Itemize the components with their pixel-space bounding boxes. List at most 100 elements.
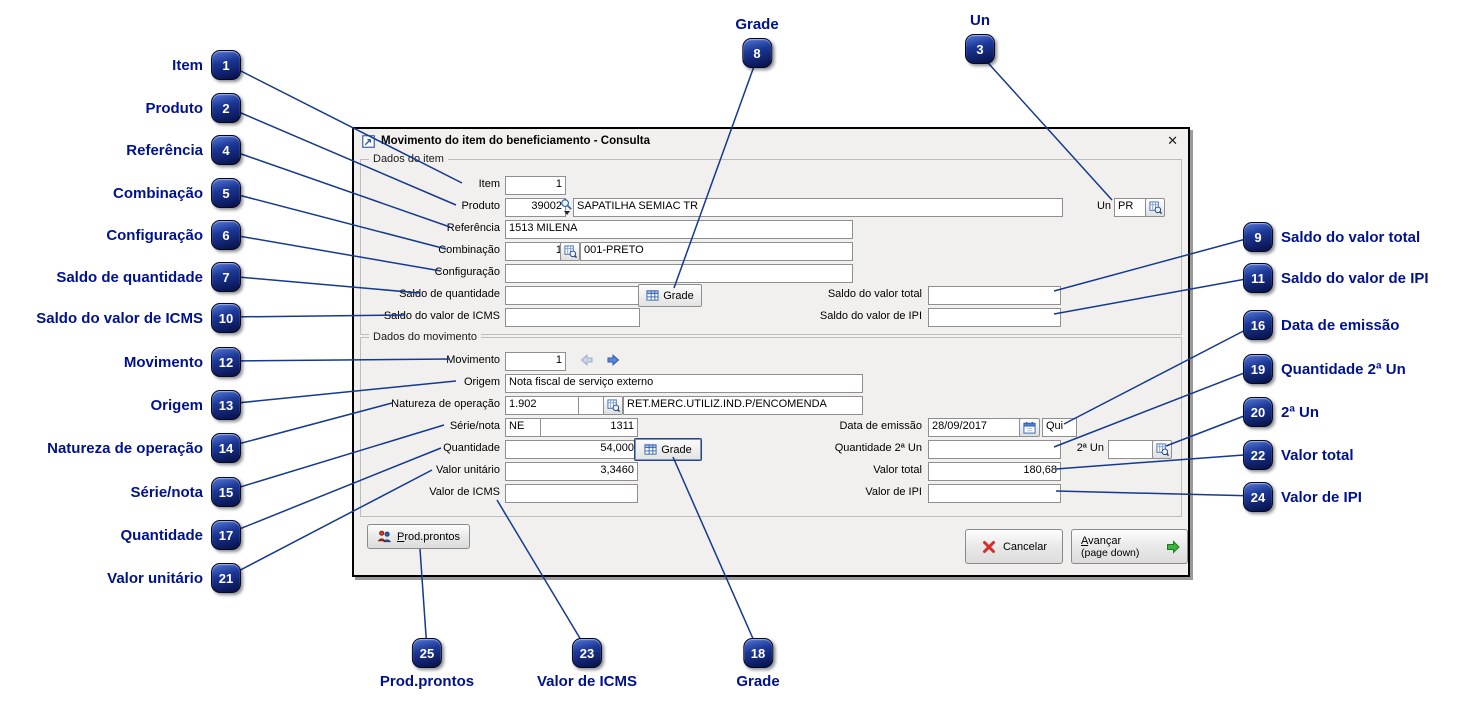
natureza-label: Natureza de operação [391,398,500,410]
callout-label: Produto [145,99,204,117]
data-emissao-label: Data de emissão [839,420,922,432]
combinacao-desc-field[interactable]: 001-PRETO [580,242,853,261]
natureza-lookup-button[interactable] [603,396,623,415]
valor-unitario-label: Valor unitário [436,464,500,476]
callout-label: 2ª Un [1281,403,1320,421]
callout-badge: 1 [211,50,241,80]
valor-unitario-field[interactable]: 3,3460 [505,462,638,481]
valor-icms-field[interactable] [505,484,638,503]
weekday-field[interactable]: Qui [1042,418,1077,437]
callout-label: Série/nota [130,483,203,501]
quantidade-2un-field[interactable] [928,440,1061,459]
callout-badge: 16 [1243,310,1273,340]
referencia-label: Referência [446,222,500,234]
valor-icms-label: Valor de ICMS [429,486,500,498]
callout-badge: 12 [211,347,241,377]
combinacao-code-field[interactable]: 1 [505,242,566,261]
magnifier-icon [560,198,573,211]
callout-label: Prod.prontos [379,673,475,690]
prod-prontos-button[interactable]: Prod.prontos [367,524,470,549]
natureza-code-field[interactable]: 1.902 [505,396,584,415]
callout-badge: 11 [1243,263,1273,293]
callout-label: Valor unitário [107,569,203,587]
callout-badge: 20 [1243,397,1273,427]
callout-label: Saldo do valor de ICMS [36,309,203,327]
callout-badge: 2 [211,93,241,123]
grade-button-movimento[interactable]: Grade [634,438,702,461]
quantidade-field[interactable]: 54,000 [505,440,638,459]
serie-nota-label: Série/nota [449,420,500,432]
saldo-quantidade-label: Saldo de quantidade [399,288,500,300]
valor-total-field[interactable]: 180,68 [928,462,1061,481]
callout-badge: 18 [742,638,773,668]
saldo-valor-ipi-field[interactable] [928,308,1061,327]
callout-saldo-valor-ipi: 11 Saldo do valor de IPI [1243,263,1429,293]
lookup-icon [564,245,577,258]
callout-label: Grade [735,16,779,33]
valor-ipi-field[interactable] [928,484,1061,503]
origem-field[interactable]: Nota fiscal de serviço externo [505,374,863,393]
callout-label: Saldo do valor de IPI [1281,269,1429,287]
callout-label: Configuração [106,226,203,244]
callout-label: Saldo do valor total [1281,228,1421,246]
segunda-un-label: 2ª Un [1076,442,1104,454]
saldo-valor-icms-field[interactable] [505,308,640,327]
produto-desc-field[interactable]: SAPATILHA SEMIAC TR [573,198,1063,217]
grade-button-saldo[interactable]: Grade [638,284,702,307]
calendar-button[interactable] [1019,418,1040,437]
callout-badge: 23 [572,638,602,668]
segunda-un-field[interactable] [1108,440,1158,459]
nota-field[interactable]: 1311 [540,418,638,437]
combinacao-lookup-button[interactable] [560,242,580,261]
produto-code-field[interactable]: 39002 [505,198,566,217]
callout-label: Data de emissão [1281,316,1400,334]
quantidade-2un-label: Quantidade 2ª Un [834,442,922,454]
natureza-desc-field[interactable]: RET.MERC.UTILIZ.IND.P/ENCOMENDA [623,396,863,415]
saldo-valor-total-label: Saldo do valor total [827,288,922,300]
avancar-button[interactable]: Avançar (page down) [1071,529,1188,564]
movimento-label: Movimento [446,354,500,366]
callout-valor-unitario: Valor unitário 21 [107,563,241,593]
lookup-icon [1149,201,1162,214]
callout-badge: 21 [211,563,241,593]
dialog-titlebar[interactable]: Movimento do item do beneficiamento - Co… [354,129,1188,153]
avancar-text: Avançar (page down) [1081,535,1139,559]
saldo-valor-total-field[interactable] [928,286,1061,305]
referencia-field[interactable]: 1513 MILENA [505,220,853,239]
lookup-icon [1156,443,1169,456]
callout-label: Valor total [1281,446,1354,464]
next-record-icon[interactable] [605,352,621,368]
serie-field[interactable]: NE [505,418,546,437]
callout-badge: 8 [741,38,772,68]
callout-label: Quantidade [120,526,203,544]
movimento-field[interactable]: 1 [505,352,566,371]
callout-badge: 10 [211,303,241,333]
un-lookup-button[interactable] [1145,198,1165,217]
callout-label: Item [172,56,203,74]
close-icon[interactable]: ✕ [1167,133,1178,148]
callout-saldo-valor-icms: Saldo do valor de ICMS 10 [36,303,241,333]
callout-badge: 3 [965,34,995,64]
un-field[interactable]: PR [1114,198,1151,217]
callout-badge: 6 [211,220,241,250]
item-field[interactable]: 1 [505,176,566,195]
previous-record-icon[interactable] [579,352,595,368]
segunda-un-lookup-button[interactable] [1152,440,1172,459]
cancelar-button[interactable]: Cancelar [965,529,1063,564]
dialog-title: Movimento do item do beneficiamento - Co… [381,135,650,147]
saldo-valor-icms-label: Saldo do valor de ICMS [383,310,500,322]
produto-search-icon[interactable] [560,198,574,217]
callout-label: Un [970,12,990,29]
callout-label: Origem [150,396,203,414]
configuracao-field[interactable] [505,264,853,283]
callout-produto: Produto 2 [145,93,241,123]
data-emissao-field[interactable]: 28/09/2017 [928,418,1025,437]
saldo-quantidade-field[interactable] [505,286,640,305]
